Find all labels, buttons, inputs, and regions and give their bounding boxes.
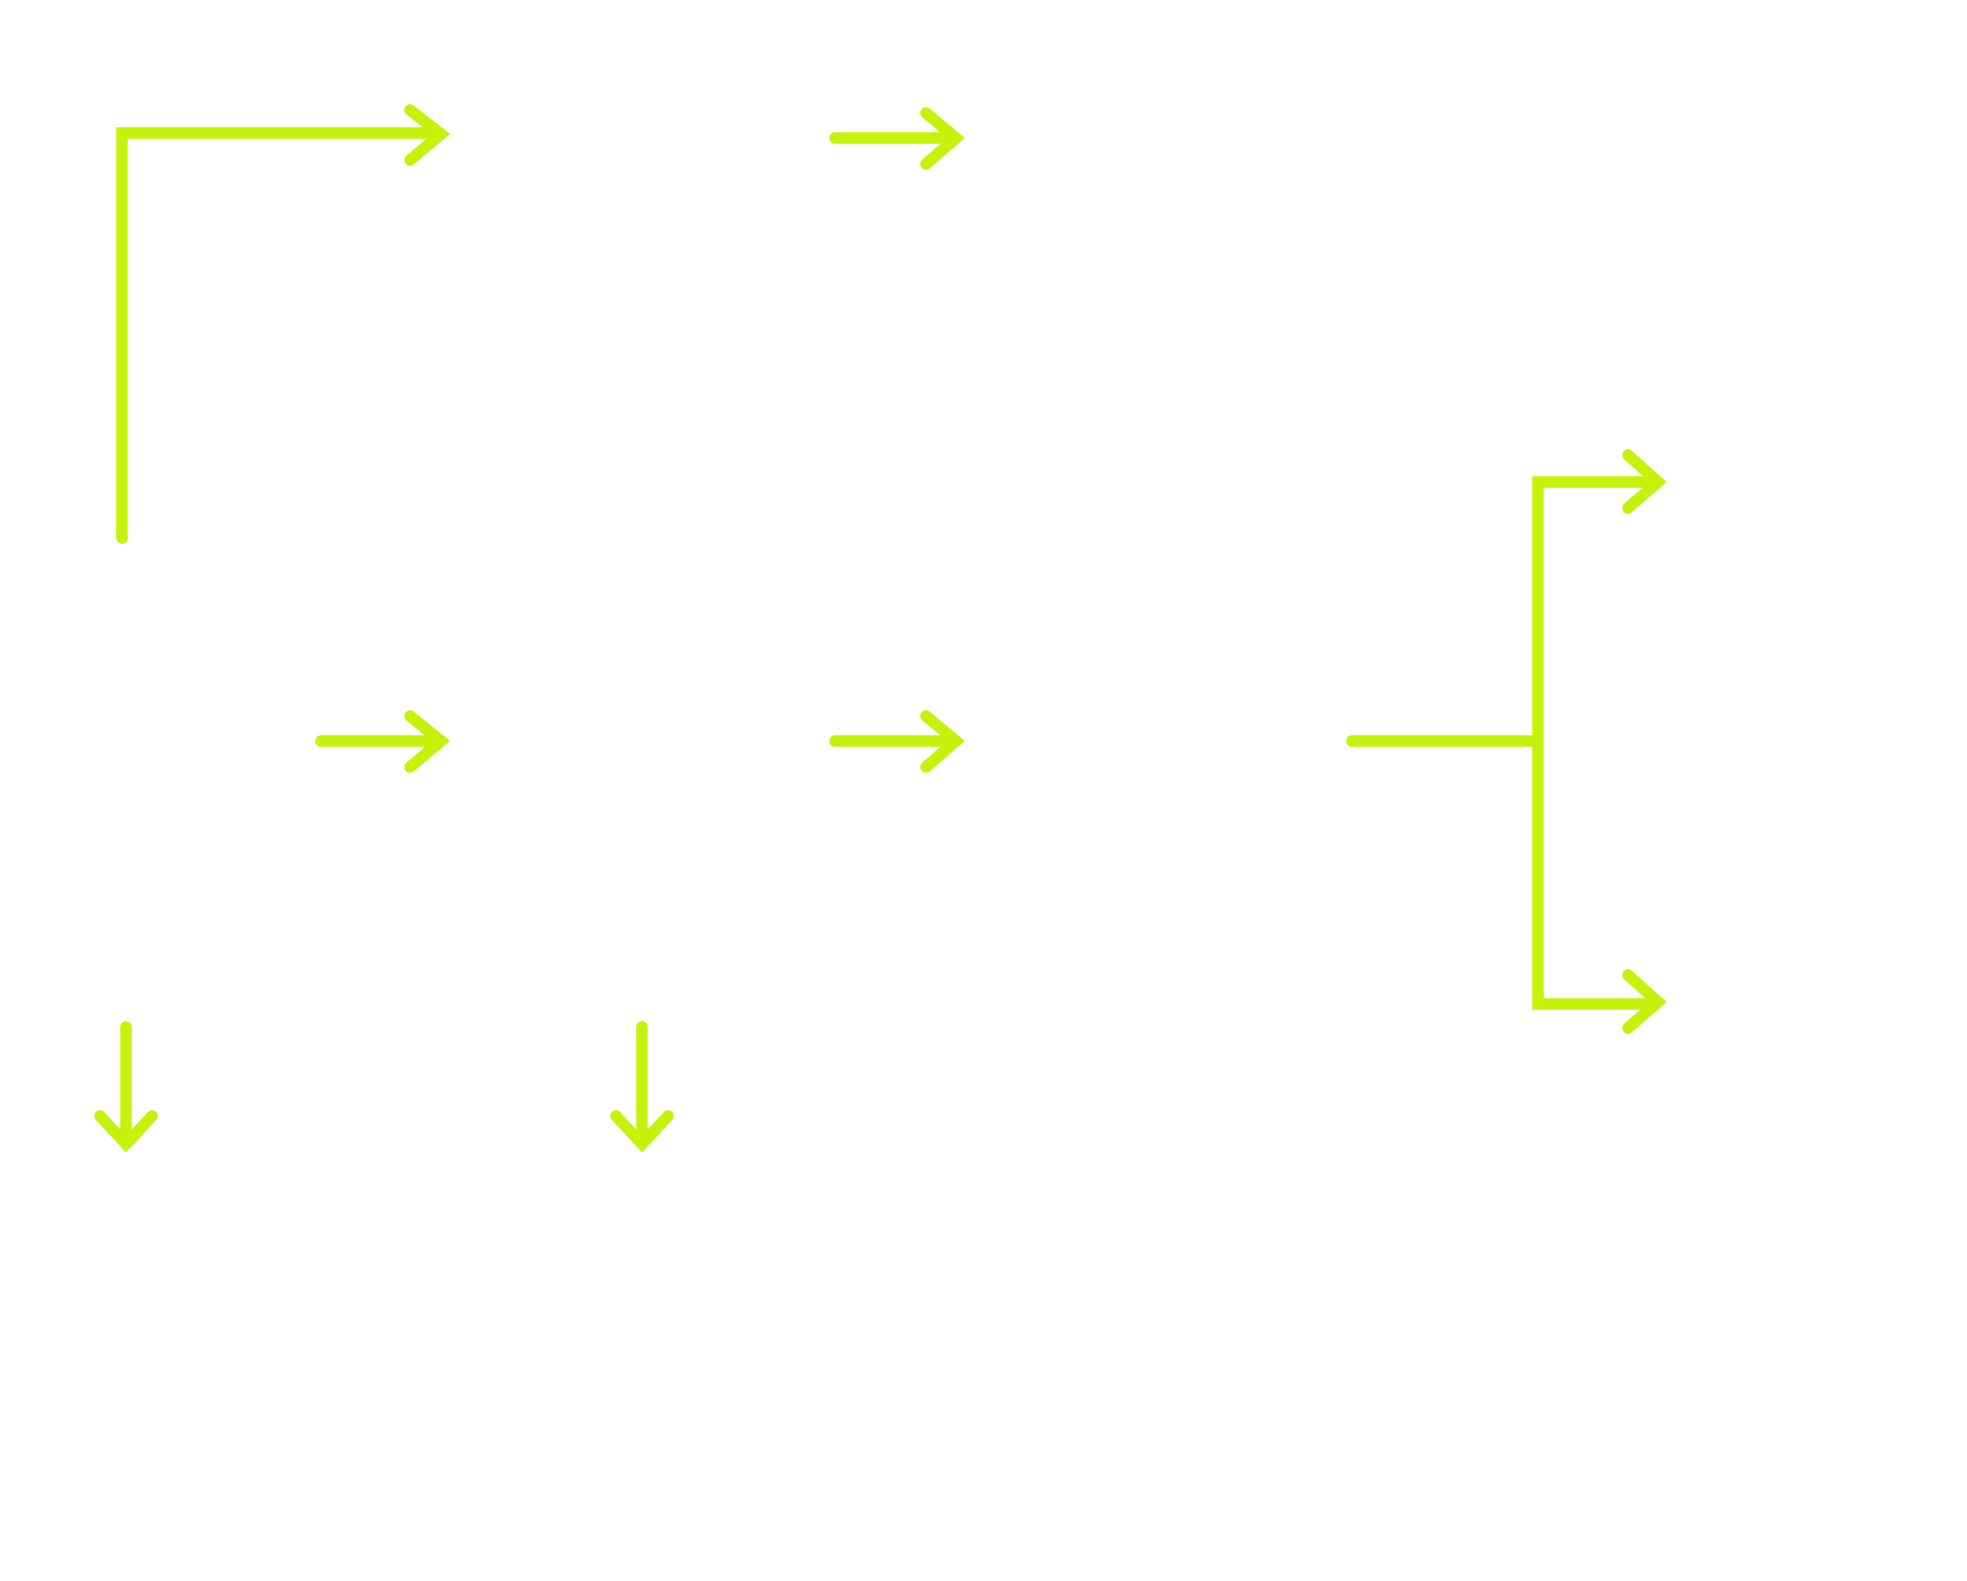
connector-line [116, 127, 438, 544]
connector-branch-fork [1346, 449, 1667, 1034]
connector-elbow-up-right [116, 104, 451, 544]
arrow-right-icon [404, 710, 451, 773]
arrow-right-icon [404, 104, 451, 166]
connector-middle-center-right [829, 710, 965, 773]
connector-top-middle-right [829, 107, 965, 170]
connector-fork-line [1532, 476, 1658, 1010]
arrow-right-icon [920, 710, 965, 773]
arrow-right-icon [1622, 449, 1667, 514]
connector-bottom-center-down [610, 1021, 674, 1153]
arrow-down-icon [94, 1110, 158, 1153]
arrow-right-icon [920, 107, 965, 170]
arrow-down-icon [610, 1110, 674, 1153]
connector-bottom-left-down [94, 1021, 158, 1153]
connector-middle-left-right [315, 710, 451, 773]
arrow-right-icon [1622, 969, 1667, 1034]
